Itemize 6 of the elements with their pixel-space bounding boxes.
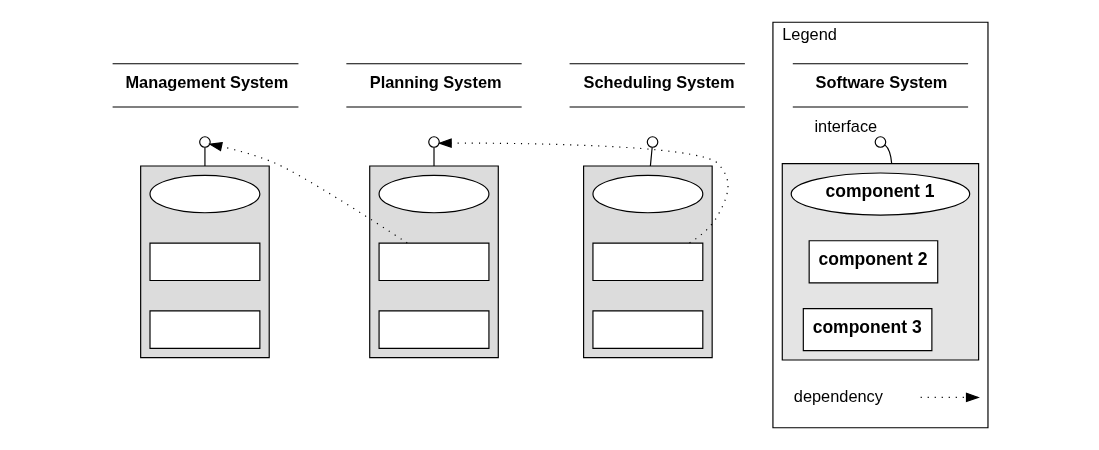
node-text: Scheduling System — [583, 73, 735, 92]
legend-label: dependency — [793, 386, 883, 405]
node-text: Management System — [124, 73, 288, 92]
node-label: interface — [813, 117, 877, 136]
node-text: Planning System — [369, 73, 502, 92]
node-text: Software System — [815, 73, 947, 92]
